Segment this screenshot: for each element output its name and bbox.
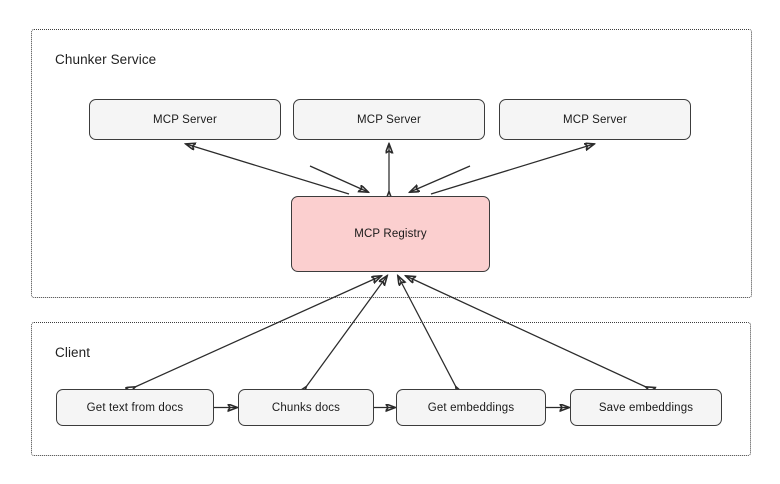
node-mcp-server-1[interactable]: MCP Server [89,99,281,140]
node-mcp-registry-label: MCP Registry [354,228,427,240]
group-chunker-service-label: Chunker Service [55,52,157,67]
node-get-text-from-docs[interactable]: Get text from docs [56,389,214,426]
node-save-embeddings-label: Save embeddings [598,401,694,414]
node-mcp-server-3[interactable]: MCP Server [499,99,691,140]
node-mcp-server-2[interactable]: MCP Server [293,99,485,140]
group-chunker-service [31,29,752,298]
node-chunks-docs[interactable]: Chunks docs [238,389,374,426]
node-mcp-server-3-label: MCP Server [563,113,627,126]
group-client [31,322,751,456]
node-get-embeddings-label: Get embeddings [427,401,515,414]
node-get-embeddings[interactable]: Get embeddings [396,389,546,426]
node-get-text-from-docs-label: Get text from docs [86,401,184,414]
group-client-label: Client [55,345,91,360]
node-mcp-registry[interactable]: MCP Registry [291,196,490,272]
node-mcp-server-2-label: MCP Server [357,113,421,126]
node-save-embeddings[interactable]: Save embeddings [570,389,722,426]
node-chunks-docs-label: Chunks docs [271,401,341,414]
node-mcp-server-1-label: MCP Server [153,113,217,126]
